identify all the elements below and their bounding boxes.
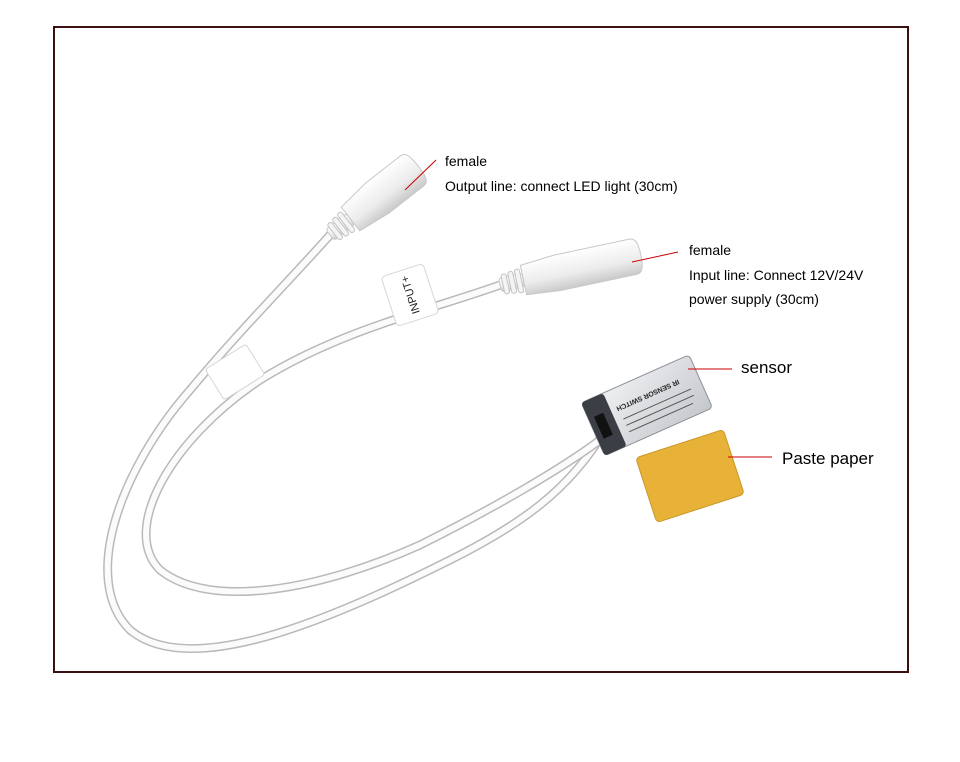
leader-lines <box>404 159 772 458</box>
image-frame <box>53 26 909 673</box>
cable-tag-plain <box>205 344 265 400</box>
input-label-desc-line2: power supply (30cm) <box>689 291 819 307</box>
output-female-connector <box>326 153 427 241</box>
output-label-title: female <box>445 153 488 169</box>
ir-sensor-module: IR SENSOR SWITCH <box>581 355 712 456</box>
sensor-label: sensor <box>741 358 793 377</box>
input-label-title: female <box>689 242 732 258</box>
input-cable-tag: INPUT+ <box>381 264 439 326</box>
output-label-desc: Output line: connect LED light (30cm) <box>445 178 678 194</box>
output-cable <box>103 230 610 654</box>
input-label-desc-line1: Input line: Connect 12V/24V <box>689 267 864 283</box>
paste-paper-label: Paste paper <box>782 449 874 468</box>
input-cable <box>141 280 605 596</box>
paste-paper <box>636 429 744 523</box>
input-female-connector <box>498 238 643 296</box>
